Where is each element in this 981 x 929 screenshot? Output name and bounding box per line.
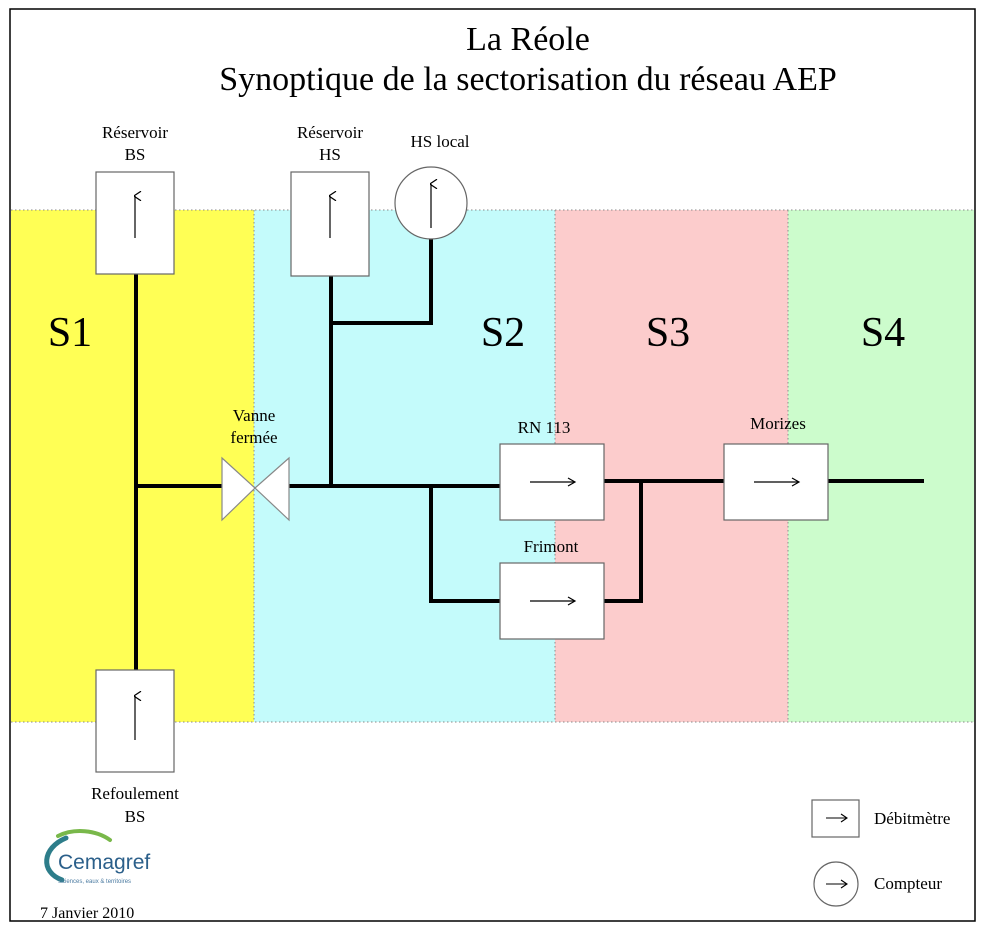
reservoir-hs-label-1: Réservoir <box>297 123 363 142</box>
rn113-label: RN 113 <box>518 418 571 437</box>
reservoir-bs-label-1: Réservoir <box>102 123 168 142</box>
hs-local-label: HS local <box>410 132 469 151</box>
sector-label-s1: S1 <box>48 310 92 356</box>
reservoir-hs-label-2: HS <box>319 145 341 164</box>
rn113-meter <box>499 443 605 521</box>
morizes-label: Morizes <box>750 414 806 433</box>
reservoir-bs-meter <box>95 171 175 275</box>
legend: Débitmètre Compteur <box>811 799 950 907</box>
pipe-network <box>134 236 924 670</box>
hs-local-counter <box>394 166 468 240</box>
debitmetre-box <box>95 171 175 275</box>
sector-label-s4: S4 <box>861 310 905 356</box>
title-line-2: Synoptique de la sectorisation du réseau… <box>219 61 837 98</box>
refoulement-bs-label-1: Refoulement <box>91 784 179 803</box>
refoulement-bs-meter <box>95 669 175 773</box>
logo-swoosh-icon <box>44 835 69 883</box>
logo-tagline: Sciences, eaux & territoires <box>58 879 131 885</box>
vanne-label-1: Vanne <box>233 406 275 425</box>
sector-band-s1 <box>11 210 254 722</box>
logo-name: Cemagref <box>58 851 150 874</box>
vanne-label-2: fermée <box>230 428 277 447</box>
frimont-meter <box>499 562 605 640</box>
debitmetre-box <box>95 669 175 773</box>
refoulement-bs-label-2: BS <box>125 807 146 826</box>
reservoir-hs-meter <box>290 171 370 277</box>
legend-debitmetre-label: Débitmètre <box>874 809 950 828</box>
closed-valve-icon <box>221 456 290 522</box>
cemagref-logo: Cemagref Sciences, eaux & territoires <box>44 829 150 885</box>
morizes-meter <box>723 443 829 521</box>
legend-compteur-label: Compteur <box>874 874 942 893</box>
sector-label-s3: S3 <box>646 310 690 356</box>
frimont-label: Frimont <box>524 537 579 556</box>
title-line-1: La Réole <box>466 21 590 58</box>
sector-label-s2: S2 <box>481 310 525 356</box>
reservoir-bs-label-2: BS <box>125 145 146 164</box>
date-label: 7 Janvier 2010 <box>40 905 134 922</box>
